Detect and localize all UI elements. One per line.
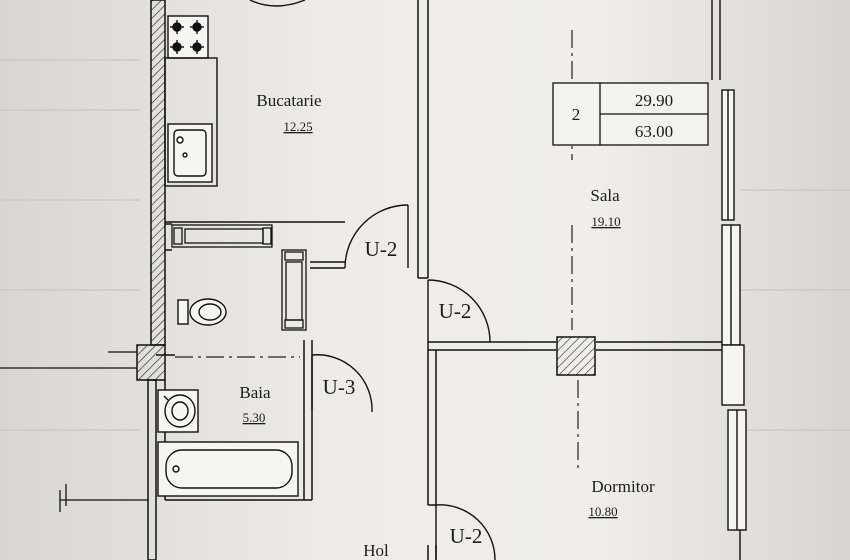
living-area-value: 29.90	[635, 91, 673, 110]
structural-column	[556, 336, 596, 376]
rooms-count: 2	[572, 105, 581, 124]
door-label-bedroom: U-2	[450, 524, 483, 548]
stove	[167, 15, 209, 59]
background-texture	[0, 59, 850, 431]
radiator-bath	[281, 249, 307, 331]
room-name-hol: Hol	[363, 541, 389, 560]
room-area-sala: 19.10	[591, 214, 620, 229]
radiator-kitchen	[171, 224, 273, 248]
room-name-sala: Sala	[590, 186, 620, 205]
room-name-bucatarie: Bucatarie	[256, 91, 321, 110]
exterior-wall-right	[711, 0, 747, 560]
room-name-dormitor: Dormitor	[591, 477, 655, 496]
room-area-dormitor: 10.80	[588, 504, 617, 519]
room-name-baia: Baia	[239, 383, 271, 402]
door-swings	[249, 0, 496, 560]
room-area-baia: 5.30	[243, 410, 266, 425]
bathtub	[157, 441, 299, 497]
door-label-living: U-2	[439, 299, 472, 323]
area-summary-table	[552, 82, 709, 146]
kitchen-counter	[164, 57, 218, 187]
room-area-bucatarie: 12.25	[283, 119, 312, 134]
door-label-kitchen: U-2	[365, 237, 398, 261]
door-label-bath: U-3	[323, 375, 356, 399]
kitchen-sink	[167, 123, 213, 183]
total-area-value: 63.00	[635, 122, 673, 141]
wash-basin	[157, 389, 199, 433]
toilet	[177, 298, 227, 326]
outer-lines	[0, 351, 148, 512]
